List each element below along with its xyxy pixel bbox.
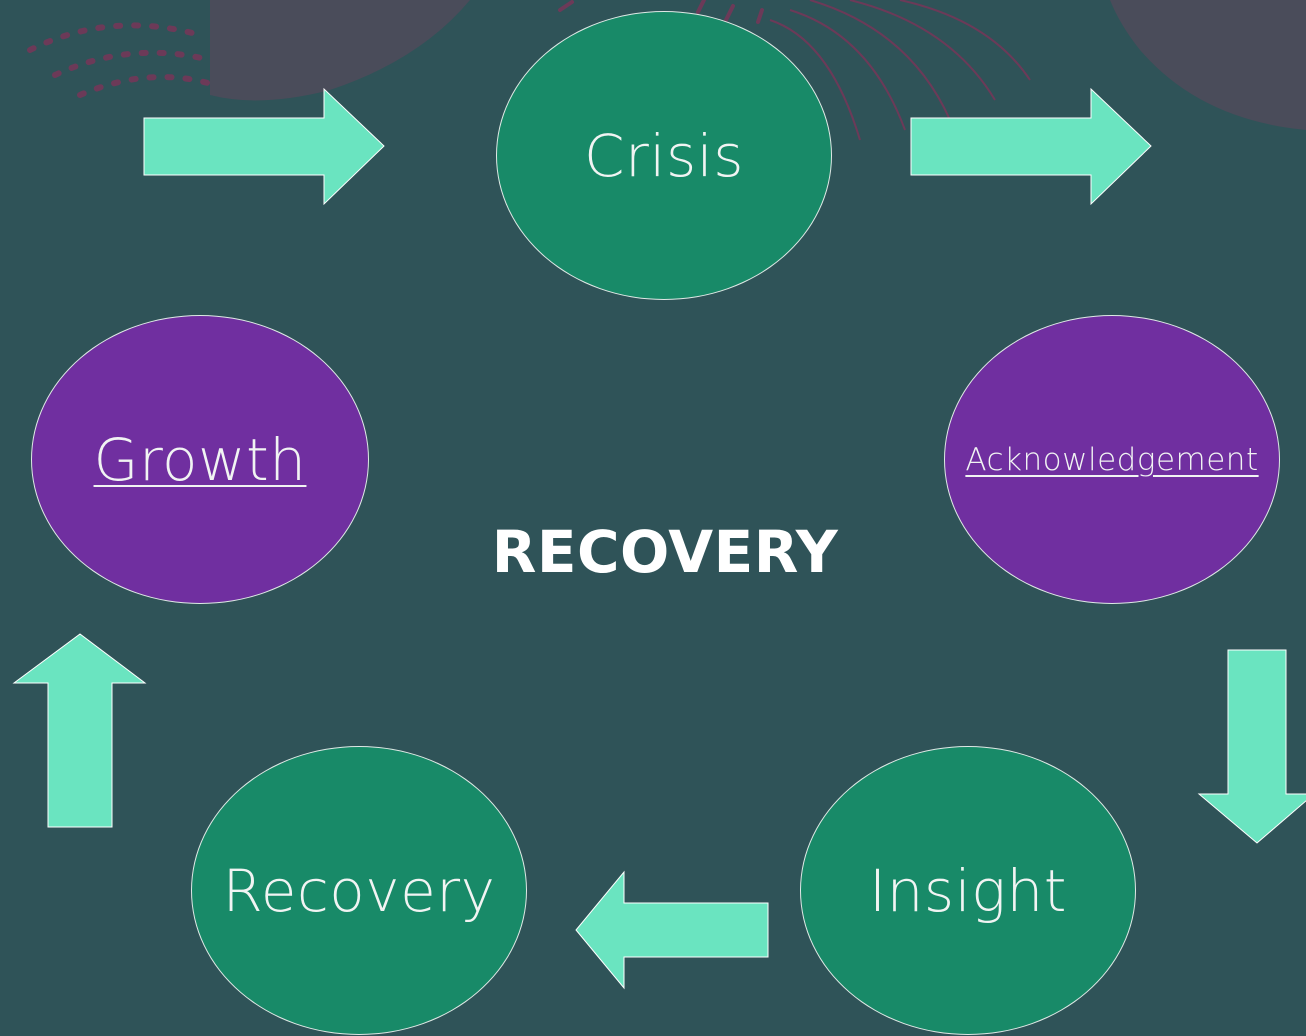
node-growth[interactable]: Growth (31, 315, 369, 604)
node-acknowledgement-link[interactable]: Acknowledgement (965, 441, 1259, 478)
node-insight: Insight (800, 746, 1136, 1035)
node-crisis: Crisis (496, 11, 832, 300)
arrow-left-to-recovery (575, 870, 769, 990)
arrow-right-from-crisis (910, 87, 1152, 206)
node-recovery: Recovery (191, 746, 527, 1035)
node-acknowledgement[interactable]: Acknowledgement (944, 315, 1280, 604)
arrow-up-to-growth (12, 633, 147, 828)
node-insight-label: Insight (868, 856, 1067, 925)
decor-dashed-arcs-left (27, 22, 218, 98)
center-title: RECOVERY (491, 518, 839, 586)
node-recovery-label: Recovery (222, 856, 496, 925)
decor-dashes-top (558, 0, 764, 24)
decor-panel-left (210, 0, 470, 101)
arrow-down-to-insight (1197, 649, 1306, 844)
decor-panel-right (1110, 0, 1306, 130)
node-growth-link[interactable]: Growth (93, 425, 307, 494)
node-crisis-label: Crisis (583, 121, 744, 190)
arrow-right-to-crisis (143, 87, 385, 206)
